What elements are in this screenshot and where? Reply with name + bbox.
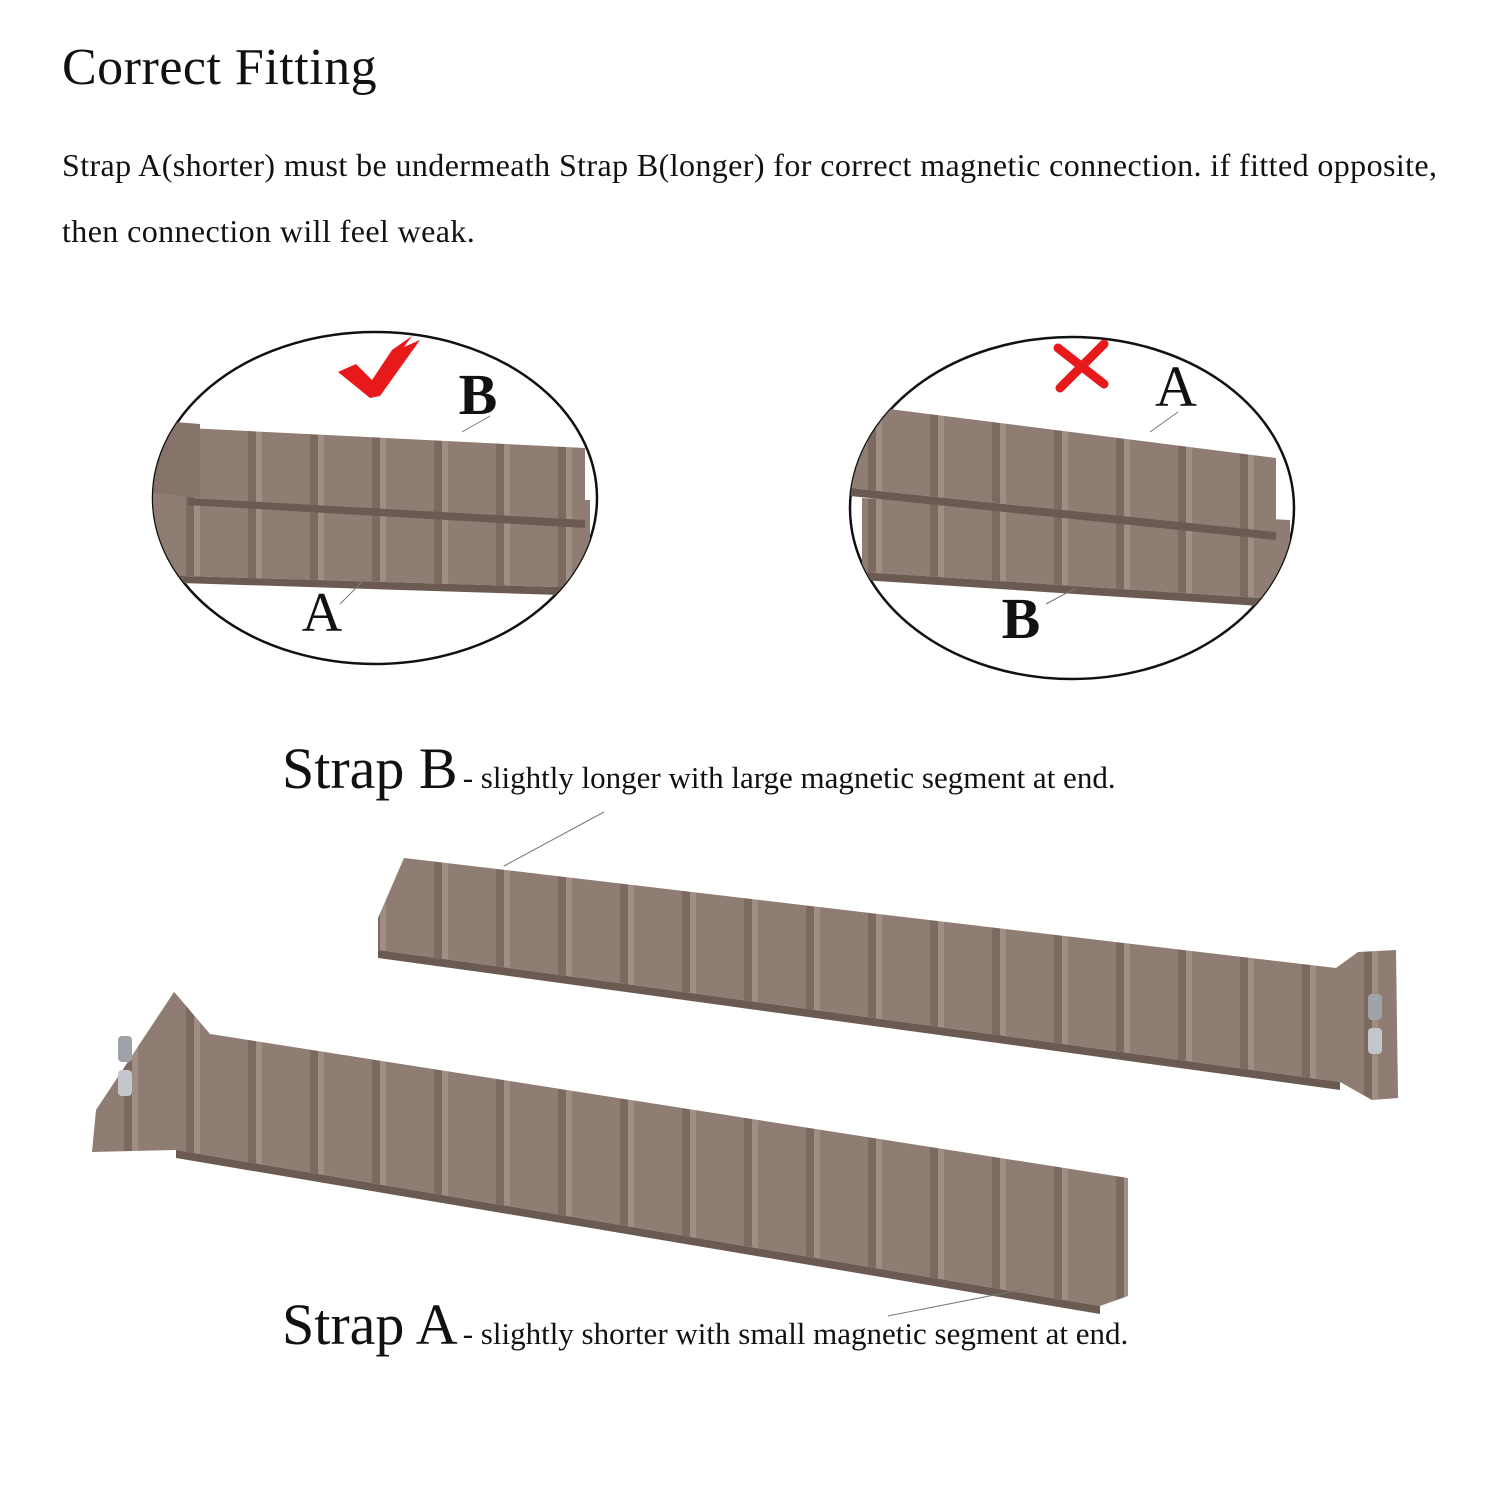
connector-pin (118, 1070, 132, 1096)
incorrect-fitting-diagram: A B (848, 335, 1296, 681)
strap-b-segment (188, 428, 585, 520)
correct-top-label: B (459, 362, 498, 427)
strap-b-image (378, 811, 1398, 1100)
strap-b-name: Strap B (282, 736, 458, 801)
correct-bottom-label: A (302, 582, 343, 644)
connector-pin (118, 1036, 132, 1062)
strap-a-caption: Strap A - slightly shorter with small ma… (282, 1296, 1128, 1354)
strap-a-name: Strap A (282, 1292, 458, 1357)
connector-pin (1368, 1028, 1382, 1054)
page-title: Correct Fitting (62, 39, 378, 96)
strap-b-note: - slightly longer with large magnetic se… (462, 760, 1116, 795)
checkmark-icon (338, 336, 420, 398)
strap-a-segment (850, 404, 1276, 532)
incorrect-top-label: A (1155, 354, 1197, 419)
strap-a-note: - slightly shorter with small magnetic s… (462, 1316, 1129, 1351)
fitting-instructions: Strap A(shorter) must be undermeath Stra… (62, 147, 1438, 249)
correct-fitting-diagram: B A (151, 330, 599, 666)
connector-pin (1368, 994, 1382, 1020)
cross-icon (1053, 339, 1109, 393)
incorrect-bottom-label: B (1002, 586, 1041, 651)
strap-a-image (92, 992, 1128, 1317)
strap-b-caption: Strap B - slightly longer with large mag… (282, 740, 1116, 798)
